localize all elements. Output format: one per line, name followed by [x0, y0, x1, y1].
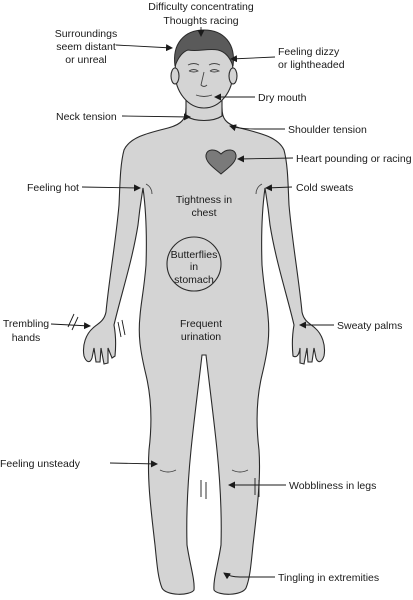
label-cold-sweats: Cold sweats	[296, 182, 353, 194]
mouth	[195, 94, 213, 97]
labels: Difficulty concentrating Thoughts racing…	[0, 1, 412, 584]
stomach-circle	[166, 236, 222, 292]
label-feeling-unsteady: Feeling unsteady	[0, 458, 81, 470]
line-feeling-hot	[81, 184, 141, 192]
line-unsteady	[109, 460, 158, 468]
left-eyebrow	[187, 63, 200, 66]
line-cold-sweats	[265, 184, 293, 192]
line-dizzy	[230, 55, 276, 63]
nose	[200, 71, 208, 87]
label-tingling: Tingling in extremities	[278, 572, 379, 584]
label-sweaty-palms: Sweaty palms	[337, 320, 402, 332]
label-butterflies-1: Butterflies	[171, 249, 218, 261]
line-shoulder	[229, 124, 285, 132]
label-surroundings-2: seem distant	[56, 41, 116, 53]
label-shoulder-tension: Shoulder tension	[288, 124, 367, 136]
right-eye	[209, 69, 221, 73]
right-ear	[228, 67, 238, 85]
line-surroundings	[115, 44, 173, 52]
left-elbow-mark	[145, 183, 153, 195]
right-elbow-mark	[255, 183, 263, 195]
leader-lines	[50, 27, 334, 580]
label-surroundings-3: or unreal	[65, 54, 106, 66]
label-butterflies-2: in	[190, 261, 198, 273]
label-feeling-dizzy-1: Feeling dizzy	[278, 46, 340, 58]
label-surroundings-1: Surroundings	[55, 28, 117, 40]
left-ear	[170, 67, 180, 85]
label-difficulty-concentrating: Difficulty concentrating	[148, 1, 254, 13]
line-tingling	[223, 572, 275, 580]
line-trembling	[50, 322, 91, 330]
wobbliness-marks	[200, 478, 260, 499]
label-trembling-1: Trembling	[3, 318, 49, 330]
label-heart-pounding: Heart pounding or racing	[296, 153, 412, 165]
label-wobbliness: Wobbliness in legs	[289, 480, 376, 492]
right-eyebrow	[208, 63, 221, 66]
label-butterflies-3: stomach	[174, 274, 214, 286]
left-knee-mark	[159, 469, 177, 473]
label-frequent-2: urination	[181, 331, 221, 343]
label-tightness-1: Tightness in	[176, 194, 232, 206]
label-dry-mouth: Dry mouth	[258, 92, 307, 104]
left-eye	[188, 69, 199, 73]
line-neck	[121, 113, 191, 121]
label-tightness-2: chest	[191, 207, 216, 219]
label-trembling-2: hands	[12, 332, 41, 344]
human-figure	[82, 29, 326, 595]
torso-and-arms	[82, 107, 326, 595]
label-feeling-hot: Feeling hot	[27, 182, 79, 194]
label-neck-tension: Neck tension	[56, 111, 117, 123]
line-heart	[237, 155, 294, 163]
right-knee-mark	[231, 469, 249, 473]
label-feeling-dizzy-2: or lightheaded	[278, 59, 345, 71]
label-frequent-1: Frequent	[180, 318, 222, 330]
label-thoughts-racing: Thoughts racing	[163, 15, 238, 27]
heart-icon	[205, 149, 237, 175]
